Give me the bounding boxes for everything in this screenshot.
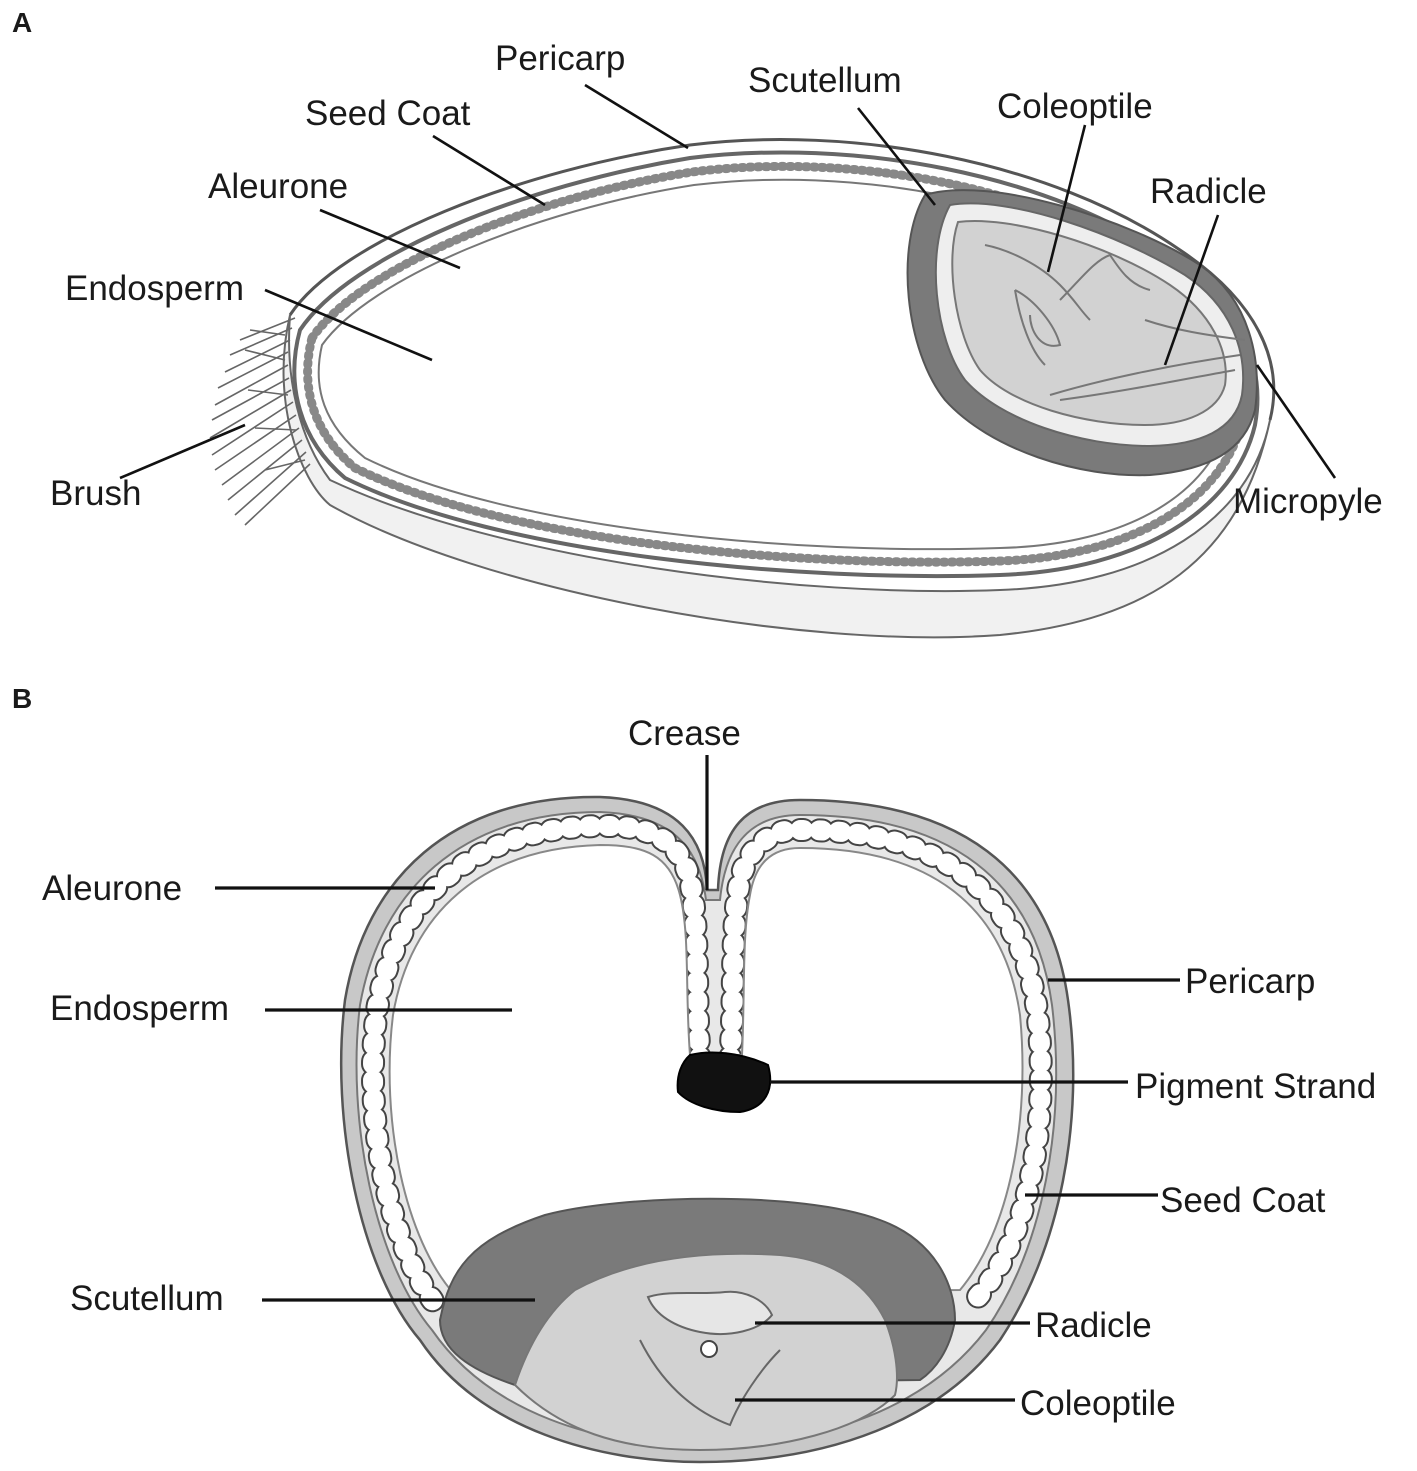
radicle-b (646, 1290, 774, 1336)
panel-a-letter: A (12, 7, 32, 38)
panel-a-leader-lines (119, 83, 1337, 480)
label-b-seed-coat: Seed Coat (1160, 1181, 1326, 1220)
label-b-pericarp: Pericarp (1185, 962, 1315, 1001)
label-a-coleoptile: Coleoptile (997, 87, 1153, 126)
label-a-endosperm: Endosperm (65, 269, 244, 308)
leader-a-radicle (1163, 214, 1220, 366)
label-b-radicle: Radicle (1035, 1306, 1152, 1345)
label-a-seed-coat: Seed Coat (305, 94, 471, 133)
coleoptile-b (639, 1339, 781, 1427)
pericarp-outline (288, 138, 1276, 421)
label-b-crease: Crease (628, 714, 741, 753)
embryo-point (700, 1340, 718, 1358)
leader-a-aleurone (319, 208, 461, 270)
label-b-pigment-strand: Pigment Strand (1135, 1067, 1376, 1106)
leader-a-coleoptile (1046, 124, 1087, 273)
pigment-strand (676, 1051, 772, 1114)
label-a-brush: Brush (50, 474, 141, 513)
label-b-coleoptile: Coleoptile (1020, 1384, 1176, 1423)
radicle-a (1049, 319, 1246, 401)
panel-b-letter: B (12, 683, 32, 714)
label-a-micropyle: Micropyle (1233, 482, 1383, 521)
coleoptile-a (984, 244, 1151, 366)
label-b-endosperm: Endosperm (50, 989, 229, 1028)
leader-a-brush (119, 423, 246, 480)
brush-hairs (209, 317, 311, 526)
label-a-radicle: Radicle (1150, 172, 1267, 211)
kernel-longitudinal-section (209, 138, 1276, 639)
panel-b: B (12, 683, 1376, 1464)
label-a-aleurone: Aleurone (208, 167, 348, 206)
label-a-pericarp: Pericarp (495, 39, 625, 78)
panel-a-labels: Pericarp Seed Coat Aleurone Endosperm Br… (50, 39, 1383, 521)
leader-a-endosperm (264, 288, 433, 362)
panel-b-labels: Crease Aleurone Endosperm Pericarp Pigme… (42, 714, 1376, 1423)
panel-b-leader-lines (215, 755, 1180, 1402)
label-a-scutellum: Scutellum (748, 61, 902, 100)
pericarp-lower-band (282, 314, 1271, 639)
kernel-cross-section (339, 795, 1075, 1464)
leader-a-scutellum (856, 107, 937, 206)
label-b-aleurone: Aleurone (42, 869, 182, 908)
aleurone-cells-fill-b (362, 815, 1051, 1320)
label-b-scutellum: Scutellum (70, 1279, 224, 1318)
leader-a-micropyle (1255, 364, 1337, 479)
panel-a: A (12, 7, 1383, 639)
leader-a-pericarp (584, 83, 689, 150)
embryo-inner-a (951, 220, 1227, 427)
leader-a-seed-coat (432, 134, 546, 207)
